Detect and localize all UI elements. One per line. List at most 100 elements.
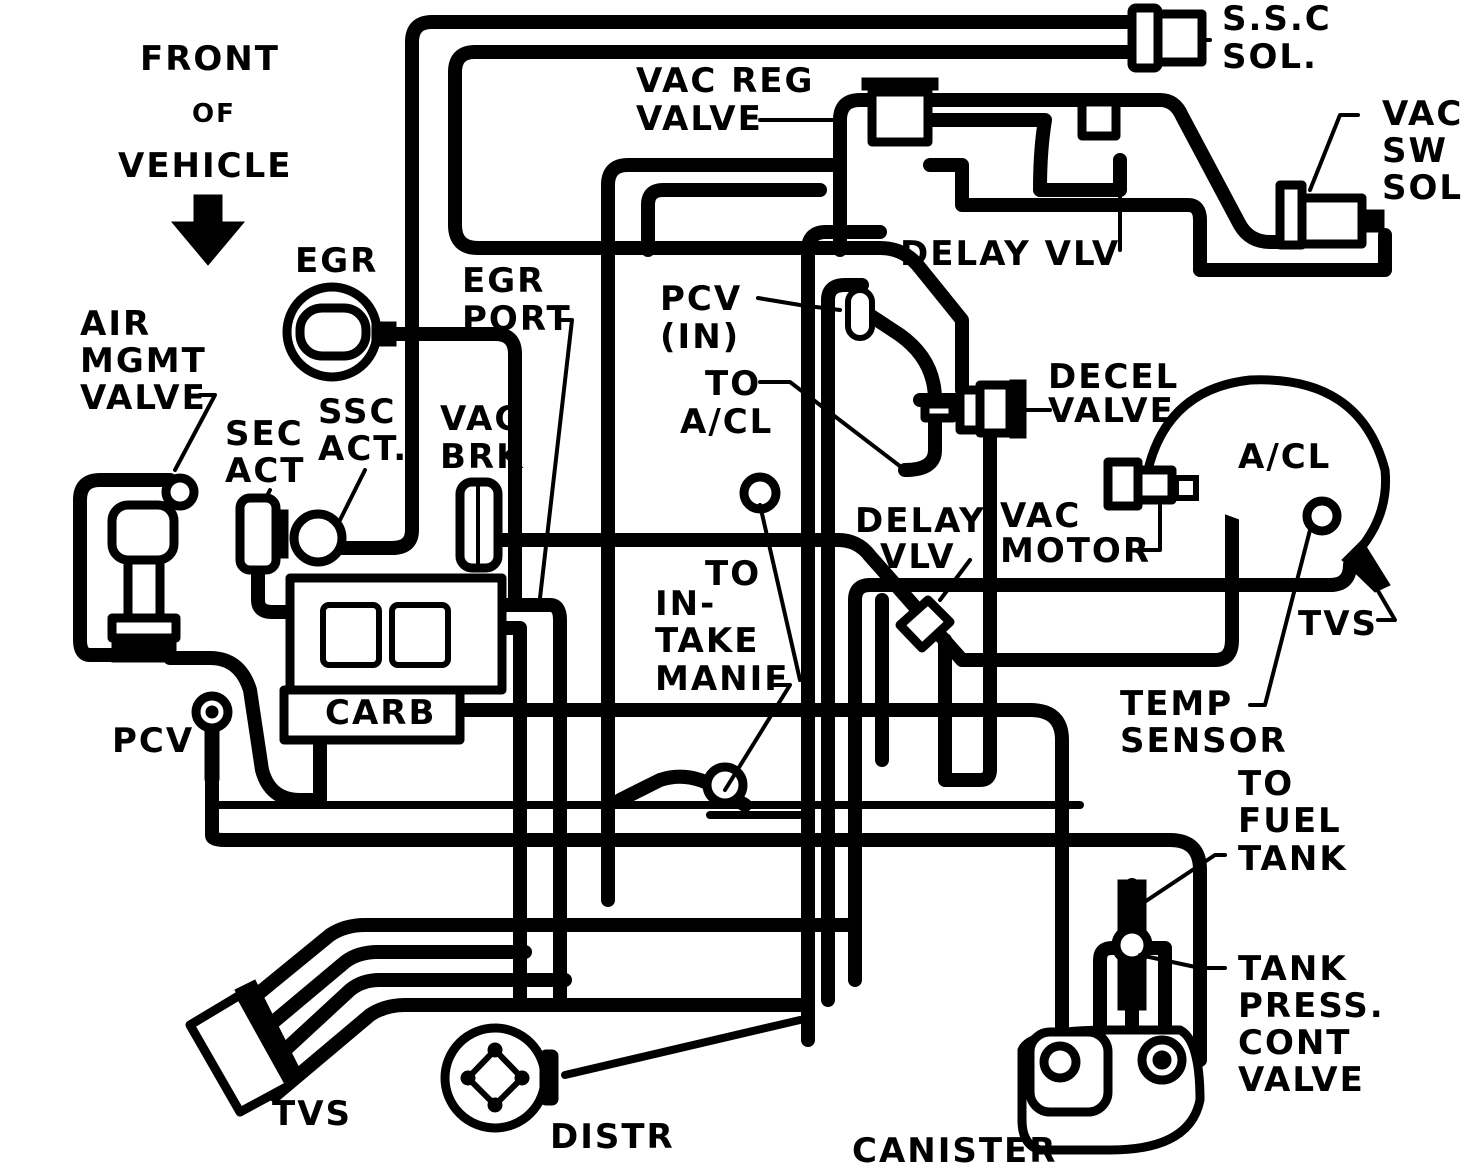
- hose-egr: [388, 327, 522, 607]
- leader-lines: [173, 38, 1397, 970]
- label-egr-port: EGR: [462, 261, 545, 301]
- label-tank-press-2: PRESS.: [1238, 986, 1385, 1026]
- label-delay-vlv-mid-2: VLV: [880, 537, 956, 577]
- label-vac-reg: VAC REG: [636, 61, 814, 101]
- hose-acl-return: [863, 558, 1357, 592]
- carburetor: [279, 573, 507, 745]
- hose-center-vertical-2: [601, 158, 842, 907]
- hose-center-vertical-4: [821, 278, 869, 1007]
- ssc-act-actuator: [289, 509, 347, 567]
- pcv-in-valve: [845, 287, 875, 341]
- vac-brk-valve: [455, 477, 503, 573]
- hose-air-mgmt-loop: [73, 473, 177, 662]
- label-front-of: OF: [192, 99, 236, 129]
- label-ssc-sol: S.S.C: [1222, 0, 1332, 39]
- label-front: FRONT: [140, 39, 280, 79]
- hose-air-mgmt-lower: [163, 651, 327, 807]
- hose-carb-right-2: [498, 621, 527, 1007]
- label-to-acl-2: A/CL: [680, 402, 773, 442]
- components: [107, 3, 1391, 1155]
- label-vac-brk: VAC: [440, 399, 521, 439]
- label-air-mgmt: AIR: [80, 304, 151, 344]
- hose-center-vertical-1: [641, 183, 827, 257]
- label-to-fuel: TO: [1238, 764, 1294, 804]
- hose-carb-right: [498, 598, 567, 1007]
- label-tank-press-4: VALVE: [1238, 1060, 1365, 1100]
- label-delay-vlv-top: DELAY VLV: [900, 234, 1120, 274]
- label-front-vehicle: VEHICLE: [118, 146, 293, 186]
- hose-ssc-sol-inner: [448, 45, 1142, 397]
- label-pcv: PCV: [112, 721, 194, 761]
- hose-sec-act: [251, 553, 297, 619]
- label-vac-motor: VAC: [1000, 496, 1081, 536]
- delay-valve-top: [1077, 97, 1121, 141]
- label-ssc-sol-2: SOL.: [1222, 37, 1318, 77]
- label-tank-press: TANK: [1238, 949, 1348, 989]
- egr-valve: [282, 282, 397, 382]
- hose-center-vertical-3: [801, 225, 887, 1047]
- hose-distr: [561, 1016, 804, 1079]
- label-acl: A/CL: [1238, 437, 1331, 477]
- front-arrow-icon: [170, 194, 246, 266]
- canister: [1017, 1025, 1205, 1155]
- label-tvs-left: TVS: [272, 1094, 352, 1134]
- label-pcv-in: PCV: [660, 279, 742, 319]
- tvs-right-switch: [1341, 539, 1391, 593]
- label-temp-sensor-2: SENSOR: [1120, 721, 1288, 761]
- label-egr: EGR: [295, 241, 378, 281]
- tvs-left-switch: [185, 979, 301, 1117]
- label-carb: CARB: [325, 693, 436, 733]
- label-temp-sensor: TEMP: [1120, 684, 1233, 724]
- vac-sw-solenoid: [1275, 180, 1385, 250]
- label-tank-press-3: CONT: [1238, 1023, 1352, 1063]
- hose-tvs-bundle-2: [233, 945, 532, 1057]
- label-decel: DECEL: [1048, 357, 1179, 397]
- label-tvs-right: TVS: [1298, 604, 1378, 644]
- hose-tvs-bundle-1: [213, 918, 857, 1032]
- label-to-fuel-3: TANK: [1238, 839, 1348, 879]
- label-vac-motor-2: MOTOR: [1000, 531, 1151, 571]
- sec-act-actuator: [235, 493, 289, 575]
- tank-press-cont-valve: [1111, 879, 1153, 1011]
- label-to-fuel-2: FUEL: [1238, 801, 1342, 841]
- label-distr: DISTR: [550, 1117, 675, 1157]
- hose-delay-vlv-mid: [848, 578, 877, 987]
- hose-network: [73, 15, 1392, 1102]
- label-sec-act: SEC: [225, 414, 304, 454]
- pcv-valve: [191, 691, 233, 781]
- label-ssc-act-2: ACT.: [318, 429, 408, 469]
- label-canister: CANISTER: [852, 1131, 1057, 1168]
- hose-vac-reg-delay: [923, 113, 1127, 197]
- label-air-mgmt-2: MGMT: [80, 341, 207, 381]
- air-cleaner: [1103, 375, 1391, 564]
- label-vac-sw-3: SOL: [1382, 168, 1463, 208]
- delay-valve-middle: [895, 595, 955, 653]
- hose-vac-reg-sw: [833, 93, 1307, 257]
- label-ssc-act: SSC: [318, 392, 396, 432]
- label-egr-port-2: PORT: [462, 299, 572, 339]
- decel-valve: [920, 379, 1027, 439]
- vac-reg-valve: [861, 77, 939, 147]
- label-vac-reg-2: VALVE: [636, 99, 763, 139]
- label-vac-sw-2: SW: [1382, 131, 1448, 171]
- label-vac-sw: VAC: [1382, 94, 1463, 134]
- hose-vac-sw-return: [955, 183, 1392, 277]
- ssc-solenoid: [1127, 3, 1207, 73]
- label-to-intake: TO: [705, 554, 761, 594]
- hose-tvs-bundle-4: [268, 998, 815, 1102]
- hose-carb-lower: [453, 703, 1069, 1067]
- distributor: [440, 1023, 559, 1133]
- hose-upper-tee: [923, 158, 969, 197]
- label-vac-brk-2: BRK: [440, 437, 524, 477]
- label-to-intake-4: MANIF: [655, 659, 789, 699]
- label-pcv-in-2: (IN): [660, 317, 740, 357]
- label-delay-vlv-mid: DELAY: [855, 501, 986, 541]
- label-air-mgmt-3: VALVE: [80, 378, 207, 418]
- hose-pcv: [205, 731, 1207, 1067]
- hose-ssc-sol-loop: [311, 15, 1142, 555]
- label-to-intake-2: IN-: [655, 584, 716, 624]
- hose-tvs-bundle-3: [251, 973, 572, 1082]
- labels: FRONT OF VEHICLE S.S.C SOL. VAC REG VALV…: [80, 0, 1463, 1168]
- label-to-intake-3: TAKE: [655, 621, 759, 661]
